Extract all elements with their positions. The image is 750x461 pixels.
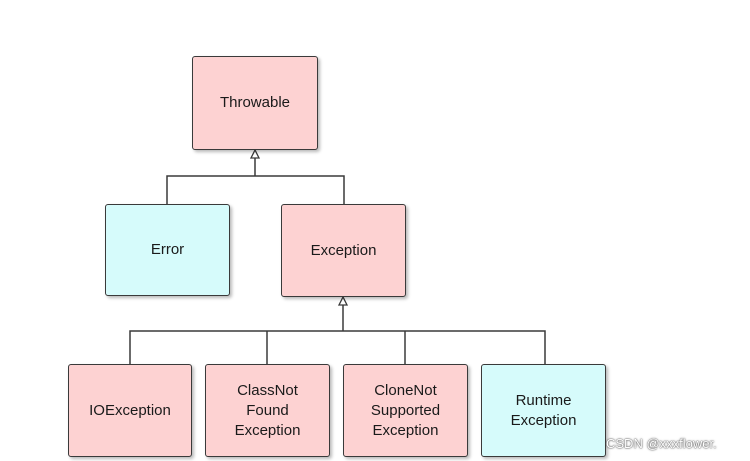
watermark-text: CSDN @xxxflower. bbox=[606, 436, 717, 451]
node-classnotfoundexception: ClassNot Found Exception bbox=[205, 364, 330, 457]
node-error: Error bbox=[105, 204, 230, 296]
connector-throwable-children bbox=[166, 175, 345, 204]
node-exception: Exception bbox=[281, 204, 406, 297]
node-runtimeexception: Runtime Exception bbox=[481, 364, 606, 457]
inheritance-arrow-exception bbox=[337, 295, 349, 306]
connector-exception-children bbox=[129, 330, 546, 364]
node-clonenotsupportedexception: CloneNot Supported Exception bbox=[343, 364, 468, 457]
inheritance-arrow-throwable bbox=[249, 148, 261, 159]
node-throwable: Throwable bbox=[192, 56, 318, 150]
node-ioexception: IOException bbox=[68, 364, 192, 457]
